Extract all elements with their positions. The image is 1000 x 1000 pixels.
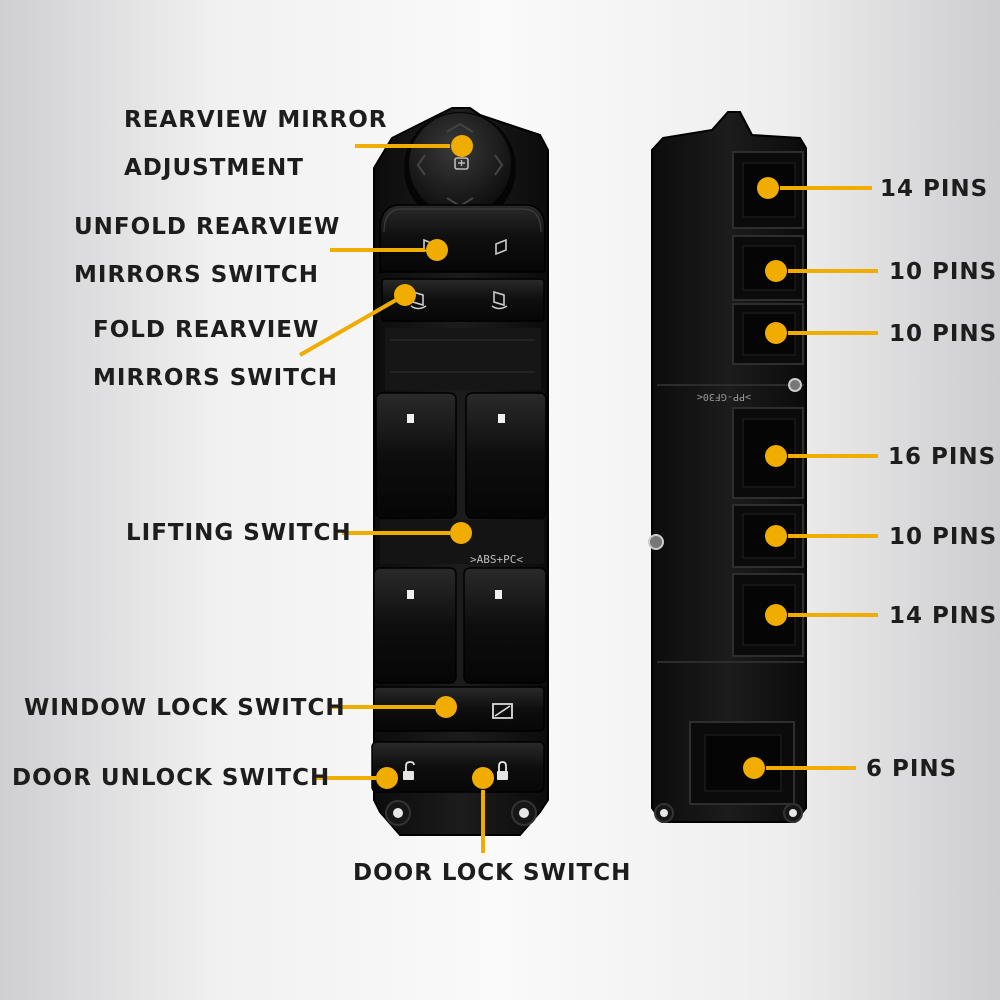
label-door-lock: DOOR LOCK SWITCH bbox=[353, 860, 632, 886]
label-10-pins-middle: 10 PINS bbox=[889, 321, 998, 347]
label-mirror-adjust-line2: ADJUSTMENT bbox=[124, 155, 304, 181]
callout-dot-14-pins-bottom bbox=[765, 604, 787, 626]
mirror-adjust-knob[interactable] bbox=[404, 112, 516, 224]
callout-dot-door-unlock bbox=[376, 767, 398, 789]
lock-icon bbox=[497, 761, 508, 780]
label-16-pins: 16 PINS bbox=[888, 444, 997, 470]
callout-dot-16-pins bbox=[765, 445, 787, 467]
window-lock-icon bbox=[492, 703, 513, 719]
callout-dot-lifting bbox=[450, 522, 472, 544]
callout-dot-10-pins-lower bbox=[765, 525, 787, 547]
unfold-mirrors-button[interactable] bbox=[379, 204, 546, 273]
label-mirror-adjust-line1: REARVIEW MIRROR bbox=[124, 107, 388, 133]
window-switch-front-left[interactable] bbox=[375, 392, 457, 519]
label-door-unlock: DOOR UNLOCK SWITCH bbox=[12, 765, 331, 791]
back-mount-screw bbox=[788, 378, 802, 392]
callout-line-fold-mirrors bbox=[299, 298, 397, 357]
label-10-pins-lower: 10 PINS bbox=[889, 524, 998, 550]
callout-dot-fold-mirrors bbox=[394, 284, 416, 306]
window-switch-rear-left[interactable] bbox=[373, 567, 457, 684]
mirror-unfold-icon-right bbox=[495, 238, 507, 256]
mirror-select-icon bbox=[454, 157, 469, 170]
callout-dot-door-lock bbox=[472, 767, 494, 789]
label-14-pins-top: 14 PINS bbox=[880, 176, 989, 202]
label-10-pins-upper: 10 PINS bbox=[889, 259, 998, 285]
door-lock-rocker[interactable] bbox=[371, 741, 545, 793]
label-lifting: LIFTING SWITCH bbox=[126, 520, 352, 546]
front-callouts bbox=[299, 135, 494, 853]
mirror-fold-icon-right bbox=[491, 290, 508, 310]
front-mold-text: >ABS+PC< bbox=[470, 553, 523, 566]
label-6-pins: 6 PINS bbox=[866, 756, 958, 782]
window-switch-rear-right[interactable] bbox=[463, 567, 547, 684]
unlock-icon bbox=[403, 761, 415, 780]
label-window-lock: WINDOW LOCK SWITCH bbox=[24, 695, 346, 721]
back-callouts bbox=[743, 177, 878, 779]
callout-dot-unfold-mirrors bbox=[426, 239, 448, 261]
connector-socket-6-pins[interactable] bbox=[689, 721, 795, 805]
window-switch-indicator bbox=[498, 414, 505, 423]
back-connector-panel: >PP-GF30< bbox=[648, 111, 878, 823]
label-fold-mirrors-line1: FOLD REARVIEW bbox=[93, 317, 320, 343]
callout-dot-10-pins-middle bbox=[765, 322, 787, 344]
fold-mirrors-button[interactable] bbox=[381, 278, 545, 322]
callout-dot-10-pins-upper bbox=[765, 260, 787, 282]
label-fold-mirrors-line2: MIRRORS SWITCH bbox=[93, 365, 339, 391]
label-14-pins-bottom: 14 PINS bbox=[889, 603, 998, 629]
window-switch-indicator bbox=[495, 590, 502, 599]
callout-dot-6-pins bbox=[743, 757, 765, 779]
callout-dot-mirror-adjust bbox=[451, 135, 473, 157]
label-unfold-mirrors-line1: UNFOLD REARVIEW bbox=[74, 214, 341, 240]
callout-dot-window-lock bbox=[435, 696, 457, 718]
window-switch-front-right[interactable] bbox=[465, 392, 547, 519]
window-switch-indicator bbox=[407, 414, 414, 423]
back-mold-text: >PP-GF30< bbox=[697, 391, 751, 402]
back-mount-screw bbox=[648, 534, 664, 550]
label-unfold-mirrors-line2: MIRRORS SWITCH bbox=[74, 262, 320, 288]
window-switch-indicator bbox=[407, 590, 414, 599]
front-switch-panel: >ABS+PC< bbox=[299, 107, 549, 853]
callout-dot-14-pins-top bbox=[757, 177, 779, 199]
